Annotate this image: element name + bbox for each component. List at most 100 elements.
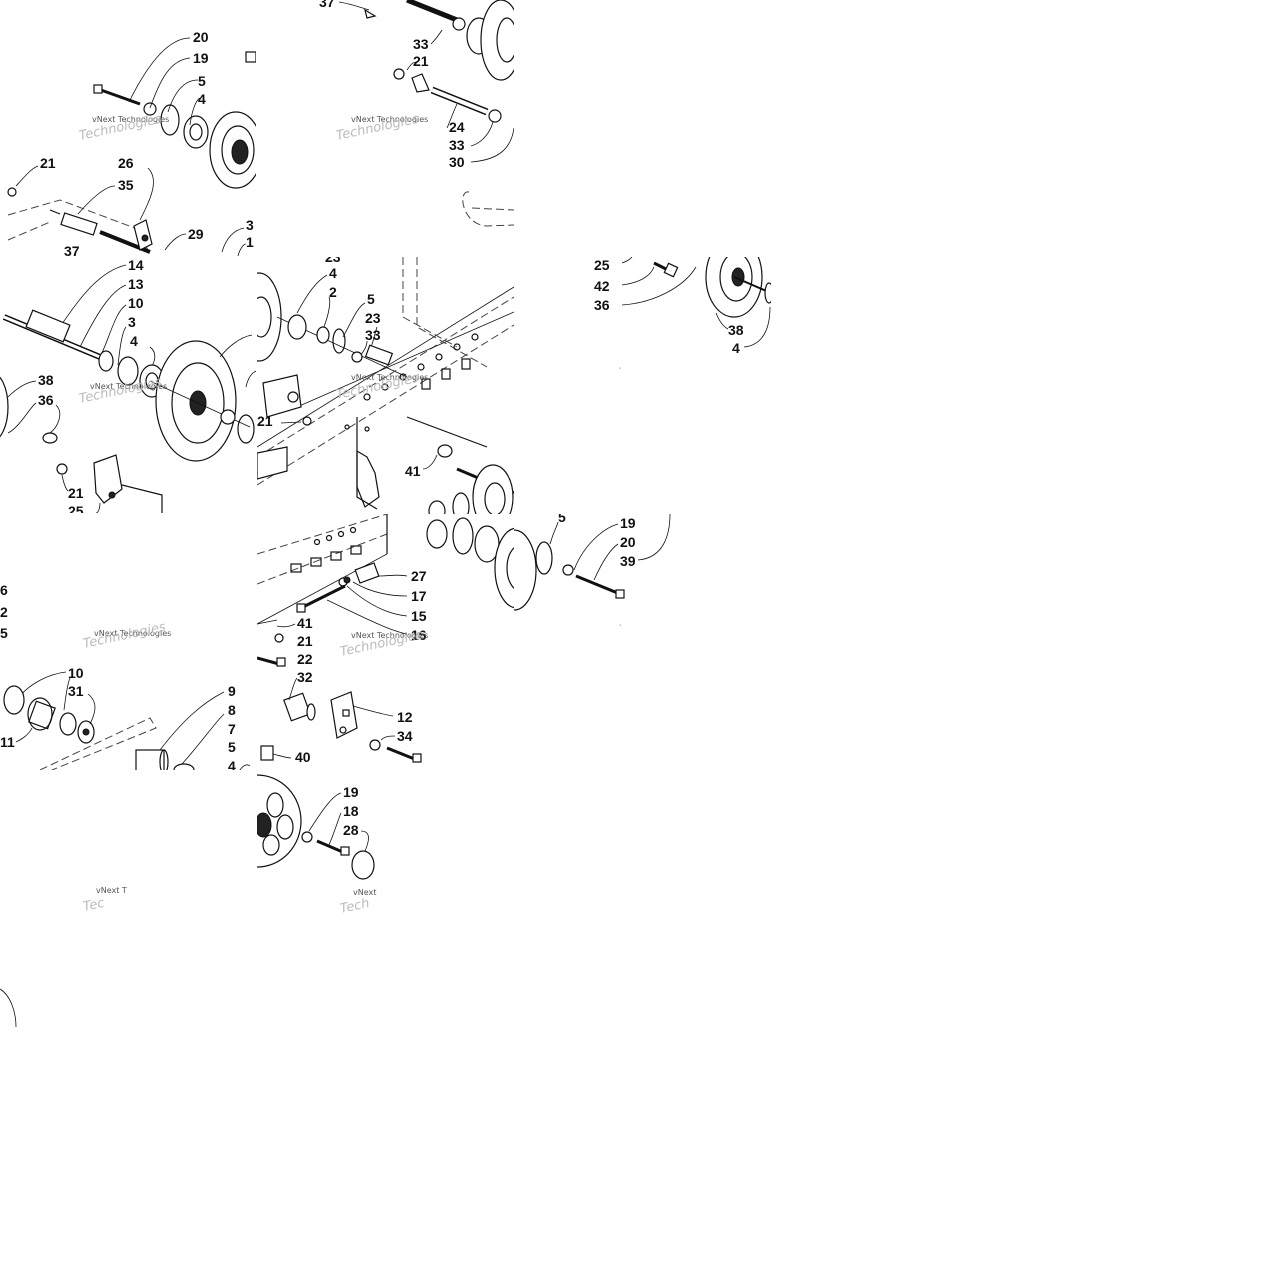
tile-lower-left: 6 2 5 vNext Technologies Technologies 10… (0, 514, 256, 770)
svg-text:vNext Technologies: vNext Technologies (351, 115, 428, 124)
callout-10: 10 (68, 665, 84, 681)
callout-14: 14 (128, 257, 144, 273)
callout-4: 4 (198, 91, 206, 107)
callout-21: 21 (68, 485, 84, 501)
tile-bottom-left: vNext T Tec (0, 771, 256, 1027)
callout-33: 33 (413, 36, 429, 52)
callout-19: 19 (193, 50, 209, 66)
svg-text:Tec: Tec (82, 896, 106, 915)
shaft-24 (430, 86, 489, 116)
callout-34: 34 (397, 728, 413, 744)
callout-42: 42 (594, 278, 610, 294)
tile-mid-right: 25 42 36 38 4 · (514, 257, 771, 514)
callout-28: 28 (343, 822, 359, 838)
callout-40: 40 (295, 749, 311, 765)
tile-bottom-center: 19 18 28 vNext Tech (257, 771, 514, 931)
callout-20: 20 (620, 534, 636, 550)
callout-26: 26 (118, 155, 134, 171)
tile-center: 23 4 2 5 23 33 (257, 257, 514, 514)
watermark: vNext Technologies (92, 115, 169, 124)
callout-35: 35 (118, 177, 134, 193)
svg-text:vNext Technologies: vNext Technologies (351, 631, 428, 640)
svg-text:vNext Technologies: vNext Technologies (90, 382, 167, 391)
spacer-35 (60, 212, 98, 236)
nut-21 (393, 68, 405, 80)
watermark-fragment: vNext T (96, 886, 127, 895)
callout-1: 1 (246, 234, 254, 250)
bushing-stack (3, 685, 95, 744)
callout-2: 2 (329, 284, 337, 300)
callout-39: 39 (620, 553, 636, 569)
callout-4: 4 (732, 340, 740, 356)
callout-6: 6 (0, 582, 8, 598)
callout-25: 25 (68, 503, 84, 513)
callout-31: 31 (68, 683, 84, 699)
bolt-34 (386, 746, 422, 763)
callout-30: 30 (449, 154, 465, 170)
callout-29: 29 (188, 226, 204, 242)
spacer-27 (354, 562, 380, 584)
washer-33 (452, 17, 466, 31)
callout-41: 41 (297, 615, 313, 631)
tile-top-left: 20 19 5 4 vNext Technologies Technologie… (0, 0, 256, 256)
callout-3: 3 (128, 314, 136, 330)
callout-4: 4 (329, 265, 337, 281)
svg-text:·: · (618, 362, 622, 377)
svg-text:vNext: vNext (353, 888, 376, 897)
callout-5: 5 (367, 291, 375, 307)
washer-19 (143, 102, 157, 116)
bolt-39 (575, 574, 625, 599)
callout-21: 21 (297, 633, 313, 649)
callout-8: 8 (228, 702, 236, 718)
wheel-bottom (257, 774, 302, 868)
callout-5: 5 (0, 625, 8, 641)
callout-5: 5 (558, 514, 566, 525)
nut-21 (302, 416, 312, 426)
nut-21 (56, 463, 68, 475)
washer-33b (488, 109, 502, 123)
idler-wheel-large (155, 340, 237, 462)
callout-18: 18 (343, 803, 359, 819)
svg-text:vNext Technologies: vNext Technologies (351, 373, 428, 382)
mount-bracket (262, 374, 302, 418)
callout-4: 4 (130, 333, 138, 349)
callout-5: 5 (198, 73, 206, 89)
tile-lower-right: 5 19 20 39 · (514, 514, 771, 770)
wheel-lower-right (514, 529, 537, 611)
callout-12: 12 (397, 709, 413, 725)
callout-36: 36 (594, 297, 610, 313)
callout-21: 21 (40, 155, 56, 171)
callout-10: 10 (128, 295, 144, 311)
wheel-left-edge (0, 376, 9, 438)
long-bolt-16 (296, 584, 346, 613)
callout-19: 19 (620, 515, 636, 531)
svg-text:Tech: Tech (339, 896, 371, 917)
nut-40 (260, 745, 274, 761)
callout-16: 16 (411, 627, 427, 643)
callout-23: 23 (325, 257, 341, 265)
callout-22: 22 (297, 651, 313, 667)
axle-14 (2, 309, 102, 360)
idler-wheel-lower (472, 464, 514, 514)
wheel-lower-center (494, 527, 514, 609)
callout-3: 3 (246, 217, 254, 233)
cap-28 (351, 850, 375, 880)
bearing-4 (183, 115, 209, 149)
tile-top-middle: 37 33 21 24 33 (257, 0, 514, 256)
bolt-18 (316, 839, 350, 856)
wheel-hub-9 (135, 749, 195, 770)
bolt-42 (653, 261, 679, 278)
snap-ring-5 (160, 104, 180, 136)
callout-33: 33 (365, 327, 381, 343)
nut-21 (274, 633, 284, 643)
bearing-wheel-top (466, 0, 514, 81)
pivot-arm-25 (93, 454, 123, 504)
callout-36: 36 (38, 392, 54, 408)
callout-7: 7 (228, 721, 236, 737)
callout-24: 24 (449, 119, 465, 135)
callout-15: 15 (411, 608, 427, 624)
svg-text:·: · (618, 619, 622, 634)
callout-17: 17 (411, 588, 427, 604)
tile-lower-center: 27 17 15 16 41 21 vNext Technologies Tec… (257, 514, 514, 770)
plate-12 (330, 691, 358, 739)
